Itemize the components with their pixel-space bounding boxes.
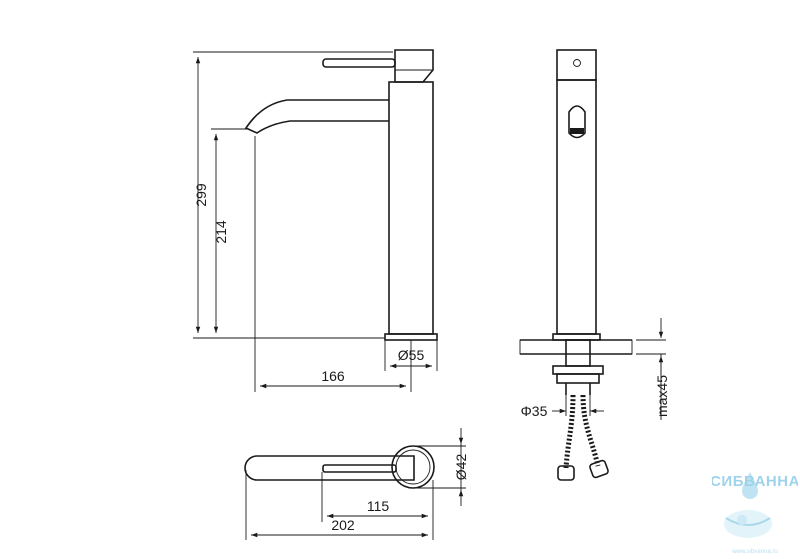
countertop-left — [519, 339, 567, 355]
front-view: 299 214 Ø55 166 — [193, 49, 438, 392]
dim-overall-length: 202 — [331, 517, 355, 533]
cartridge-cap — [394, 49, 434, 83]
brand-url: www.sibvanna.ru — [731, 549, 777, 555]
handle-lever — [322, 58, 396, 68]
faucet-base — [384, 333, 438, 341]
nut — [556, 373, 600, 384]
water-drop-icon — [742, 472, 758, 499]
hose-fitting-left — [557, 465, 575, 481]
dim-body-diameter: Ø42 — [453, 454, 469, 481]
dim-handle-offset: 115 — [367, 498, 390, 514]
brand-watermark: СИБВАННА www.sibvanna.ru — [712, 472, 798, 555]
side-cap — [556, 49, 597, 81]
dim-max-thickness: max45 — [654, 375, 670, 417]
cap-screw — [573, 59, 581, 67]
handle-top — [322, 464, 397, 473]
dim-spout-height: 214 — [213, 220, 229, 244]
side-body — [556, 79, 597, 335]
dim-total-height: 299 — [193, 183, 209, 207]
brand-name: СИБВАННА — [712, 473, 798, 490]
side-base — [552, 333, 601, 341]
dim-hole-diameter: Φ35 — [521, 403, 548, 419]
countertop-right — [589, 339, 633, 355]
hose-fitting-right — [589, 459, 609, 479]
dim-spout-reach: 166 — [321, 368, 345, 384]
top-view: Ø42 115 202 — [244, 428, 469, 540]
mounting-stud — [565, 339, 591, 367]
side-view: Φ35 max45 — [519, 49, 670, 481]
faucet-body — [388, 81, 434, 335]
hose-right — [580, 394, 601, 467]
body-inner-circle — [395, 449, 431, 485]
washer — [552, 365, 604, 375]
spout-top — [244, 455, 415, 481]
hose-left — [563, 394, 576, 469]
spout — [244, 99, 389, 134]
body-outer-circle — [391, 445, 435, 489]
aerator — [568, 105, 586, 139]
